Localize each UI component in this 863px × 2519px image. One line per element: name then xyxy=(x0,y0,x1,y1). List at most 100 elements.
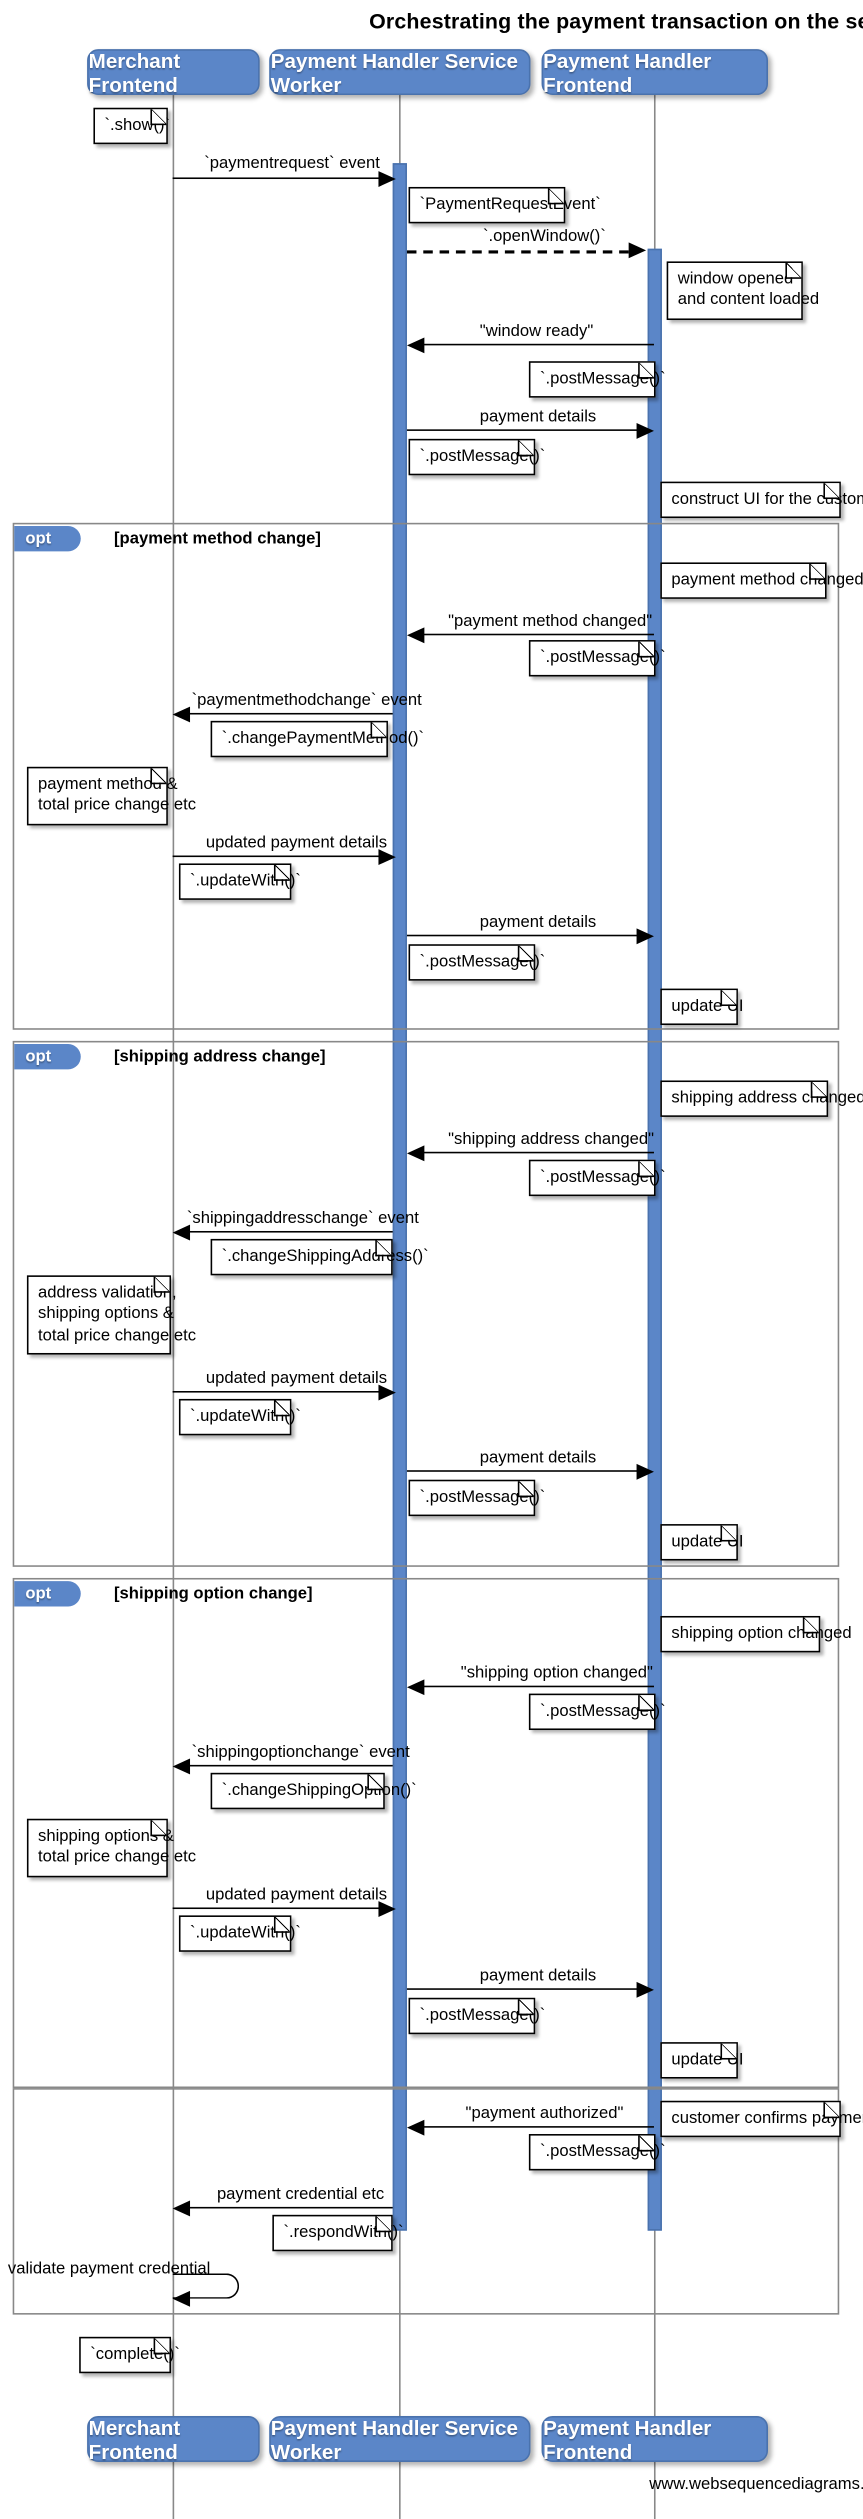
arrow-window-ready xyxy=(418,343,654,346)
arrow-shipping-address-changed xyxy=(418,1151,654,1154)
arrow-payment-credential-etc xyxy=(183,2206,393,2209)
arrowhead-shipping-option-changed xyxy=(406,1679,425,1696)
fragment-tab-shipping-address-change: opt xyxy=(14,1044,81,1070)
note-post-message-4: `.postMessage()` xyxy=(408,944,545,982)
label-payment-details-3: payment details xyxy=(479,1448,597,1468)
arrow-updated-payment-details-2 xyxy=(172,1390,385,1393)
arrow-payment-details-3 xyxy=(406,1470,640,1472)
note-customer-confirms: customer confirms payment xyxy=(660,2100,863,2138)
activation-phf-main xyxy=(647,248,662,2231)
arrow-open-window xyxy=(406,250,629,254)
arrowhead-validate-payment-credential xyxy=(172,2290,191,2307)
note-post-message-5: `.postMessage()` xyxy=(528,1159,666,1197)
arrowhead-payment-details-1 xyxy=(636,423,654,439)
label-updated-payment-details-1: updated payment details xyxy=(205,833,388,853)
arrow-updated-payment-details-3 xyxy=(172,1907,385,1910)
arrowhead-payment-authorized xyxy=(406,2119,425,2136)
arrow-paymentrequest-event xyxy=(172,177,385,180)
actor-service-worker-bottom[interactable]: Payment Handler Service Worker xyxy=(269,2415,531,2463)
arrow-shipping-option-changed xyxy=(418,1685,654,1688)
arrow-shippingoptionchange-event xyxy=(183,1764,393,1767)
self-loop-validate xyxy=(172,2273,240,2299)
footer-credit: www.websequencediagrams.com xyxy=(649,2474,863,2494)
arrow-shippingaddresschange-event xyxy=(183,1230,393,1233)
note-update-ui-2: update UI xyxy=(660,1524,744,1562)
note-shipping-address-changed: shipping address changed xyxy=(660,1080,863,1118)
label-updated-payment-details-2: updated payment details xyxy=(205,1368,388,1388)
fragment-label-shipping-address-change: [shipping address change] xyxy=(114,1047,326,1067)
label-open-window: `.openWindow()` xyxy=(482,226,606,246)
label-updated-payment-details-3: updated payment details xyxy=(205,1885,388,1905)
note-payment-method-changed: payment method changed xyxy=(660,562,863,600)
fragment-shipping-address-change xyxy=(12,1040,840,1567)
arrow-payment-details-2 xyxy=(406,934,640,937)
note-update-with-1: `.updateWith()` xyxy=(178,863,301,901)
note-complete: `complete()` xyxy=(79,2336,180,2374)
actor-merchant-frontend-bottom[interactable]: Merchant Frontend xyxy=(87,2415,260,2463)
note-change-payment-method: `.changePaymentMethod()` xyxy=(210,720,424,758)
arrowhead-window-ready xyxy=(406,337,425,354)
arrowhead-payment-credential-etc xyxy=(172,2200,191,2217)
label-shippingaddresschange-event: `shippingaddresschange` event xyxy=(186,1208,419,1228)
final-block-border xyxy=(12,2088,840,2315)
label-window-ready: "window ready" xyxy=(479,321,594,341)
fragment-label-payment-method-change: [payment method change] xyxy=(114,529,321,549)
note-post-message-9: `.postMessage()` xyxy=(528,2134,666,2172)
actor-payment-handler-frontend-top[interactable]: Payment Handler Frontend xyxy=(541,48,768,96)
arrowhead-shipping-address-changed xyxy=(406,1145,425,1162)
note-update-ui-1: update UI xyxy=(660,988,744,1026)
arrowhead-payment-details-2 xyxy=(636,928,654,945)
note-post-message-1: `.postMessage()` xyxy=(528,361,666,399)
arrowhead-payment-method-changed xyxy=(406,627,425,644)
label-payment-details-1: payment details xyxy=(479,407,597,427)
arrow-payment-authorized xyxy=(418,2126,654,2128)
label-paymentrequest-event: `paymentrequest` event xyxy=(204,153,380,173)
fragment-payment-method-change xyxy=(12,522,840,1030)
label-validate-payment-credential: validate payment credential xyxy=(7,2259,211,2279)
note-post-message-6: `.postMessage()` xyxy=(408,1479,545,1517)
arrowhead-paymentrequest-event xyxy=(378,171,396,187)
label-payment-credential-etc: payment credential etc xyxy=(216,2184,385,2204)
fragment-label-shipping-option-change: [shipping option change] xyxy=(114,1584,313,1604)
note-address-validation: address validation, shipping options & t… xyxy=(26,1275,196,1356)
arrowhead-shippingoptionchange-event xyxy=(172,1758,191,1775)
label-shippingoptionchange-event: `shippingoptionchange` event xyxy=(191,1742,410,1762)
fragment-tab-shipping-option-change: opt xyxy=(14,1581,81,1607)
fragment-tab-payment-method-change: opt xyxy=(14,525,81,552)
note-update-with-3: `.updateWith()` xyxy=(178,1915,301,1953)
arrow-paymentmethodchange-event xyxy=(183,712,393,715)
label-payment-details-4: payment details xyxy=(479,1966,597,1986)
note-post-message-7: `.postMessage()` xyxy=(528,1693,666,1731)
note-payment-request-event: `PaymentRequestEvent` xyxy=(408,186,601,225)
note-window-opened: window opened and content loaded xyxy=(666,261,819,320)
note-shipping-option-changed: shipping option changed xyxy=(660,1615,852,1654)
label-payment-authorized: "payment authorized" xyxy=(465,2103,624,2123)
note-update-ui-3: update UI xyxy=(660,2042,744,2080)
note-change-shipping-option: `.changeShippingOption()` xyxy=(210,1772,417,1810)
arrow-payment-details-1 xyxy=(406,429,640,431)
arrowhead-shippingaddresschange-event xyxy=(172,1224,191,1241)
actor-payment-handler-frontend-bottom[interactable]: Payment Handler Frontend xyxy=(541,2415,768,2463)
arrowhead-updated-payment-details-2 xyxy=(378,1384,396,1401)
lifeline-merchant xyxy=(172,95,175,2519)
note-post-message-3: `.postMessage()` xyxy=(528,640,666,678)
arrowhead-updated-payment-details-3 xyxy=(378,1901,396,1917)
arrowhead-open-window xyxy=(628,242,647,259)
arrowhead-paymentmethodchange-event xyxy=(172,706,191,723)
arrowhead-payment-details-3 xyxy=(636,1463,654,1480)
arrow-updated-payment-details-1 xyxy=(172,855,385,858)
label-paymentmethodchange-event: `paymentmethodchange` event xyxy=(191,690,422,710)
note-payment-method-total: payment method & total price change etc xyxy=(26,766,196,826)
note-post-message-8: `.postMessage()` xyxy=(408,1997,545,2035)
arrowhead-payment-details-4 xyxy=(636,1981,654,1998)
note-construct-ui: construct UI for the customer xyxy=(660,481,863,519)
label-shipping-option-changed: "shipping option changed" xyxy=(460,1663,653,1683)
fragment-shipping-option-change xyxy=(12,1577,840,2089)
note-update-with-2: `.updateWith()` xyxy=(178,1398,301,1437)
actor-merchant-frontend-top[interactable]: Merchant Frontend xyxy=(87,48,260,96)
label-payment-method-changed: "payment method changed" xyxy=(448,611,653,631)
label-shipping-address-changed: "shipping address changed" xyxy=(448,1129,655,1149)
actor-service-worker-top[interactable]: Payment Handler Service Worker xyxy=(269,48,531,96)
note-shipping-options-total: shipping options & total price change et… xyxy=(26,1818,196,1878)
